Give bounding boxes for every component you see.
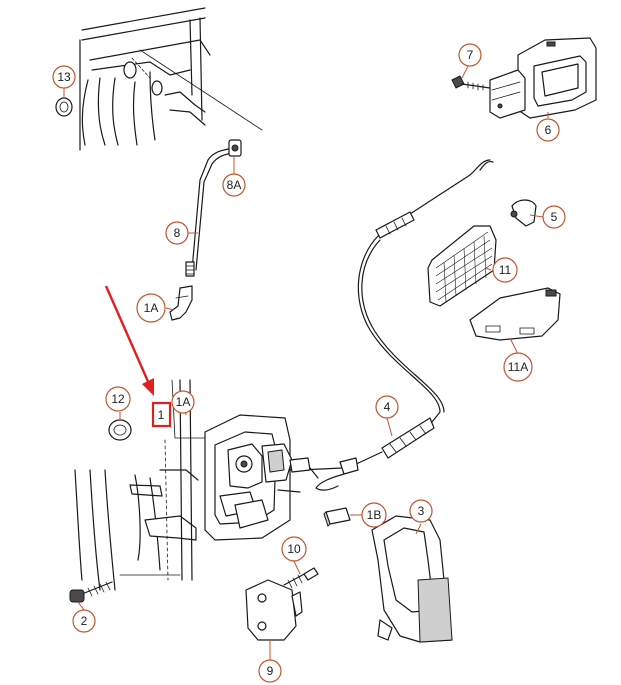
- part-12-plug: [108, 419, 132, 441]
- callout-label: 11A: [508, 360, 528, 374]
- part-13-plug: [55, 97, 73, 117]
- callout-4: 4: [375, 395, 399, 419]
- door-frame-lower: [74, 379, 199, 591]
- callout-label: 5: [551, 210, 558, 224]
- part-10-screw: [283, 567, 319, 589]
- callout-3: 3: [409, 499, 433, 523]
- callout-13: 13: [52, 65, 76, 89]
- callout-label: 13: [57, 70, 71, 84]
- callout-5: 5: [542, 205, 566, 229]
- part-5-clip: [510, 199, 537, 227]
- part-11-mesh: [427, 225, 497, 307]
- callout-label: 9: [267, 664, 274, 678]
- callout-label: 8: [174, 226, 181, 240]
- callout-12: 12: [105, 386, 131, 412]
- callout-11a: 11A: [503, 352, 533, 382]
- callout-label: 1A: [144, 301, 159, 315]
- part-4-cable: [299, 159, 494, 491]
- callout-label: 8A: [227, 178, 242, 192]
- part-1b-block: [323, 507, 351, 527]
- callout-2: 2: [72, 609, 96, 633]
- callout-label: 4: [384, 400, 391, 414]
- leader-lines: [63, 65, 549, 660]
- callout-11: 11: [492, 257, 518, 283]
- part-3-cover: [371, 515, 453, 643]
- callout-6: 6: [536, 118, 560, 142]
- callout-label: 11: [499, 263, 512, 277]
- callout-label: 3: [418, 504, 425, 518]
- callout-label: 2: [81, 614, 88, 628]
- callout-label: 1A: [176, 395, 191, 409]
- callout-label: 12: [111, 392, 125, 406]
- door-frame-upper: [79, 7, 263, 151]
- callout-label: 1B: [367, 508, 382, 522]
- pointer-arrow: [104, 285, 154, 396]
- callout-label: 7: [467, 48, 474, 62]
- highlight-box: 1: [151, 401, 172, 428]
- part-2-bolt: [69, 581, 113, 603]
- part-1a-clip-upper: [169, 285, 193, 321]
- highlight-label: 1: [158, 408, 165, 422]
- callout-8: 8: [165, 221, 189, 245]
- part-8-rod: [185, 139, 242, 277]
- callout-1b: 1B: [361, 502, 387, 528]
- callout-10: 10: [281, 536, 307, 562]
- part-1-lock: [171, 379, 319, 541]
- callout-8a: 8A: [222, 173, 246, 197]
- part-7-screw: [451, 75, 491, 91]
- callout-label: 6: [545, 123, 552, 137]
- callout-7: 7: [458, 43, 482, 67]
- part-9-plate: [245, 579, 303, 641]
- callout-9: 9: [258, 659, 282, 683]
- callout-1a-upper: 1A: [136, 293, 166, 323]
- callout-label: 10: [287, 542, 301, 556]
- part-11a-cover: [469, 287, 561, 341]
- part-6-handle: [489, 37, 597, 119]
- callout-1a-middle: 1A: [171, 390, 195, 414]
